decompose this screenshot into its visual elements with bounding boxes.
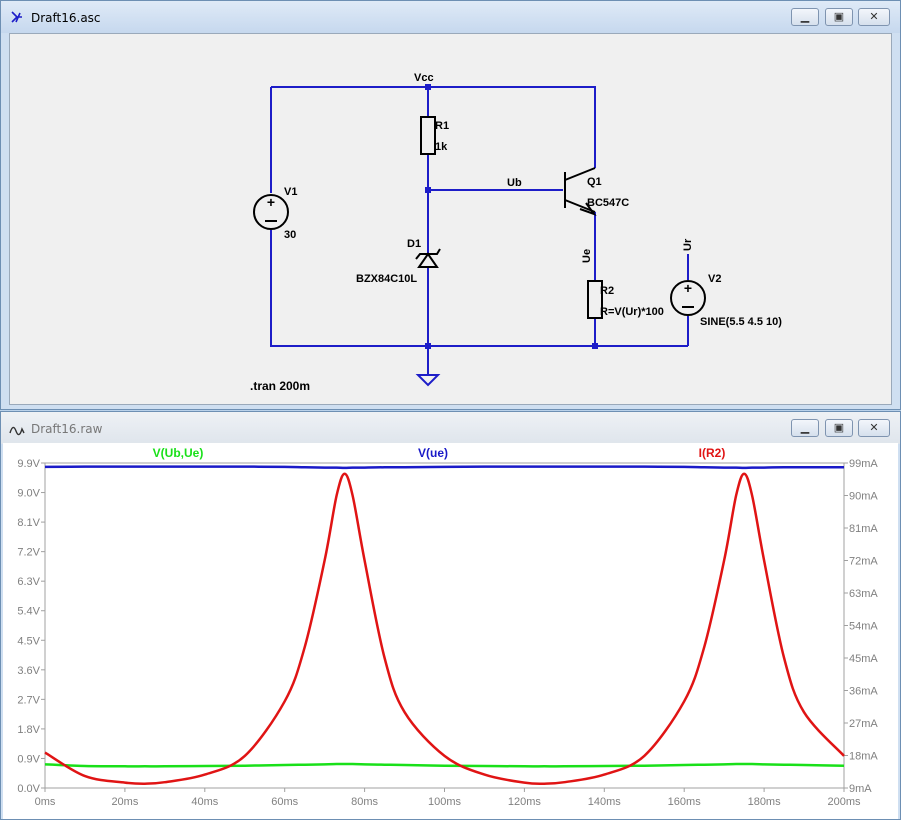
- left-tick-label: 8.1V: [17, 517, 40, 529]
- right-tick-label: 27mA: [849, 718, 878, 730]
- waveform-titlebar[interactable]: Draft16.raw ▁ ▣ ✕: [1, 412, 900, 444]
- schematic-window: Draft16.asc ▁ ▣ ✕: [0, 0, 901, 410]
- junction-gnd: [425, 343, 431, 349]
- r1-resistor-symbol[interactable]: [420, 116, 436, 155]
- v2-source-symbol[interactable]: +: [670, 280, 706, 316]
- left-tick-label: 2.7V: [17, 694, 40, 706]
- right-tick-label: 81mA: [849, 523, 878, 535]
- label-d1-model: BZX84C10L: [356, 273, 417, 285]
- label-r1: R1: [435, 120, 449, 132]
- x-tick-label: 200ms: [827, 796, 861, 808]
- junction-ub: [425, 187, 431, 193]
- close-icon: ✕: [869, 11, 879, 23]
- schematic-titlebar[interactable]: Draft16.asc ▁ ▣ ✕: [1, 1, 900, 33]
- trace-v-ub-ue: [44, 762, 845, 768]
- x-tick-label: 180ms: [748, 796, 782, 808]
- waveform-icon: [9, 426, 25, 436]
- right-tick-label: 72mA: [849, 556, 878, 568]
- label-d1: D1: [407, 238, 421, 250]
- schematic-canvas[interactable]: + + V: [9, 33, 892, 405]
- maximize-button[interactable]: ▣: [825, 419, 853, 437]
- x-tick-label: 140ms: [588, 796, 622, 808]
- ltspice-schematic-icon: [11, 11, 22, 23]
- label-tran-directive: .tran 200m: [250, 379, 310, 393]
- v1-source-symbol[interactable]: +: [253, 194, 289, 230]
- x-tick-label: 20ms: [111, 796, 138, 808]
- right-tick-label: 54mA: [849, 621, 878, 633]
- right-tick-label: 99mA: [849, 458, 878, 470]
- label-r1-value: 1k: [435, 141, 448, 153]
- wire-vcc: [271, 86, 596, 168]
- right-tick-label: 9mA: [849, 783, 872, 795]
- maximize-button[interactable]: ▣: [825, 8, 853, 26]
- close-button[interactable]: ✕: [858, 8, 890, 26]
- left-tick-label: 9.0V: [17, 488, 40, 500]
- left-tick-label: 6.3V: [17, 576, 40, 588]
- x-tick-label: 160ms: [668, 796, 702, 808]
- label-ub: Ub: [507, 177, 522, 189]
- label-r2: R2: [600, 285, 614, 297]
- left-tick-label: 4.5V: [17, 635, 40, 647]
- x-tick-label: 80ms: [351, 796, 378, 808]
- label-v1-value: 30: [284, 229, 296, 241]
- minimize-button[interactable]: ▁: [791, 8, 819, 26]
- q1-transistor-symbol[interactable]: [564, 167, 597, 217]
- legend-i-r2: I(R2): [699, 446, 726, 460]
- right-tick-label: 90mA: [849, 491, 878, 503]
- left-tick-label: 9.9V: [17, 458, 40, 470]
- junction-vcc: [425, 84, 431, 90]
- x-tick-label: 60ms: [271, 796, 298, 808]
- ground-symbol: [415, 374, 441, 387]
- left-tick-label: 0.0V: [17, 783, 40, 795]
- waveform-plot[interactable]: 9.9V 9.0V 8.1V 7.2V 6.3V 5.4V 4.5V 3.6V 2.7V 1.8V…: [3, 443, 898, 819]
- legend-v-ue: V(ue): [418, 446, 448, 460]
- label-ue: Ue: [581, 249, 593, 263]
- label-q1-model: BC547C: [587, 197, 629, 209]
- label-v2: V2: [708, 273, 721, 285]
- restore-icon: ▣: [833, 422, 845, 434]
- label-vcc: Vcc: [414, 72, 434, 84]
- r2-resistor-symbol[interactable]: [587, 280, 603, 319]
- junction-r2: [592, 343, 598, 349]
- trace-v-ue: [44, 465, 844, 470]
- close-icon: ✕: [869, 422, 879, 434]
- label-ur: Ur: [682, 238, 694, 251]
- minimize-icon: ▁: [800, 11, 810, 23]
- restore-icon: ▣: [833, 11, 845, 23]
- right-tick-label: 36mA: [849, 686, 878, 698]
- x-tick-label: 120ms: [508, 796, 542, 808]
- label-v1: V1: [284, 186, 297, 198]
- plot-frame: [44, 462, 845, 789]
- left-tick-label: 7.2V: [17, 547, 40, 559]
- plot-pane[interactable]: 9.9V 9.0V 8.1V 7.2V 6.3V 5.4V 4.5V 3.6V 2.7V 1.8V…: [3, 443, 898, 819]
- left-tick-label: 1.8V: [17, 724, 40, 736]
- right-tick-label: 63mA: [849, 588, 878, 600]
- x-tick-label: 0ms: [35, 796, 56, 808]
- label-r2-value: R=V(Ur)*100: [600, 306, 664, 318]
- trace-i-r2: [44, 472, 845, 785]
- legend-v-ub-ue: V(Ub,Ue): [153, 446, 204, 460]
- wire-ground-rail: [270, 230, 688, 347]
- right-tick-label: 18mA: [849, 751, 878, 763]
- x-tick-label: 100ms: [428, 796, 462, 808]
- window-title: Draft16.raw: [31, 422, 103, 436]
- close-button[interactable]: ✕: [858, 419, 890, 437]
- left-tick-label: 5.4V: [17, 606, 40, 618]
- label-v2-value: SINE(5.5 4.5 10): [700, 316, 782, 328]
- minimize-icon: ▁: [800, 422, 810, 434]
- d1-zener-symbol[interactable]: [415, 248, 441, 268]
- window-title: Draft16.asc: [31, 11, 101, 25]
- svg-text:+: +: [684, 280, 692, 296]
- left-tick-label: 3.6V: [17, 665, 40, 677]
- right-tick-label: 45mA: [849, 653, 878, 665]
- x-tick-label: 40ms: [191, 796, 218, 808]
- label-q1: Q1: [587, 176, 602, 188]
- minimize-button[interactable]: ▁: [791, 419, 819, 437]
- svg-text:+: +: [267, 194, 275, 210]
- waveform-window: Draft16.raw ▁ ▣ ✕ 9.9V 9.0V 8.1V 7.2V 6.3V 5.…: [0, 411, 901, 820]
- left-tick-label: 0.9V: [17, 753, 40, 765]
- schematic-drawing[interactable]: + + V: [10, 34, 891, 404]
